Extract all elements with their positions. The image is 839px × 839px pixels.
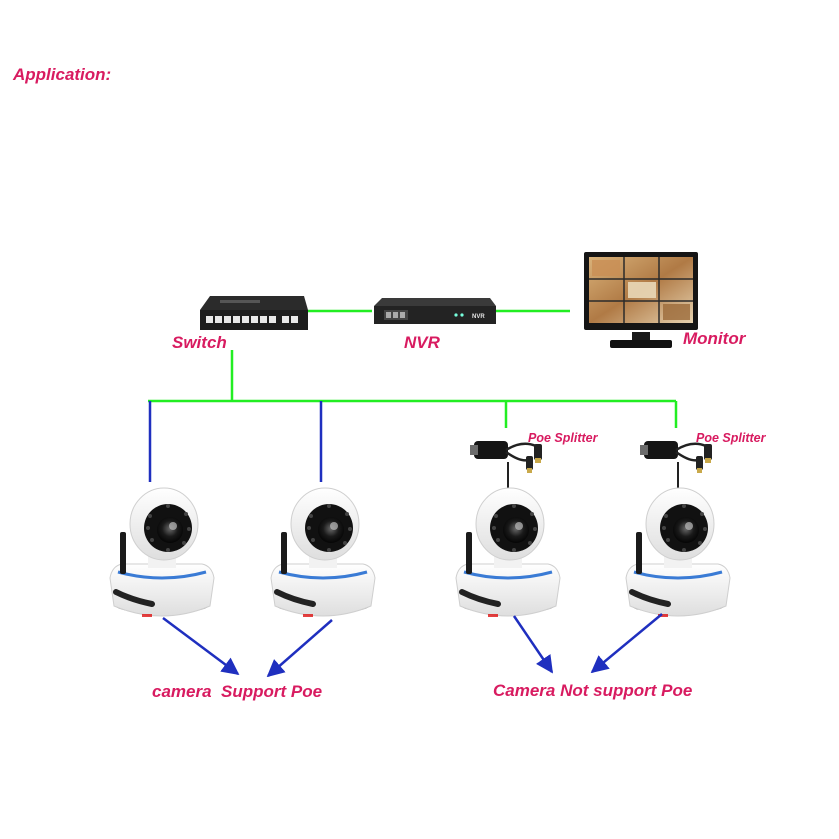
switch-device xyxy=(200,296,308,330)
non-poe-camera-group-label: Camera Not support Poe xyxy=(493,681,692,700)
splitter-camera-links xyxy=(507,462,679,490)
arrow-non-poe-right xyxy=(590,613,663,674)
monitor-device xyxy=(584,252,698,348)
switch-label: Switch xyxy=(172,333,227,352)
arrow-non-poe-left xyxy=(512,615,554,674)
nvr-badge-text: NVR xyxy=(472,314,485,320)
nvr-label: NVR xyxy=(404,333,441,352)
poe-camera-group-label: camera Support Poe xyxy=(152,682,322,701)
poe-splitter-2 xyxy=(638,439,714,475)
arrow-poe-right xyxy=(266,619,333,678)
poe-splitter-label-2: Poe Splitter xyxy=(696,431,767,445)
camera-poe-2 xyxy=(271,488,375,617)
page-heading: Application: xyxy=(12,65,111,84)
network-links xyxy=(148,309,678,428)
camera-non-poe-2 xyxy=(626,488,730,617)
monitor-label: Monitor xyxy=(683,329,747,348)
camera-poe-1 xyxy=(110,488,214,617)
nvr-device: NVR xyxy=(374,298,496,324)
group-arrows xyxy=(162,613,663,678)
camera-non-poe-1 xyxy=(456,488,560,617)
arrow-poe-left xyxy=(162,616,240,676)
poe-splitter-1 xyxy=(468,439,544,475)
camera-links xyxy=(148,401,323,482)
poe-splitter-label-1: Poe Splitter xyxy=(528,431,599,445)
